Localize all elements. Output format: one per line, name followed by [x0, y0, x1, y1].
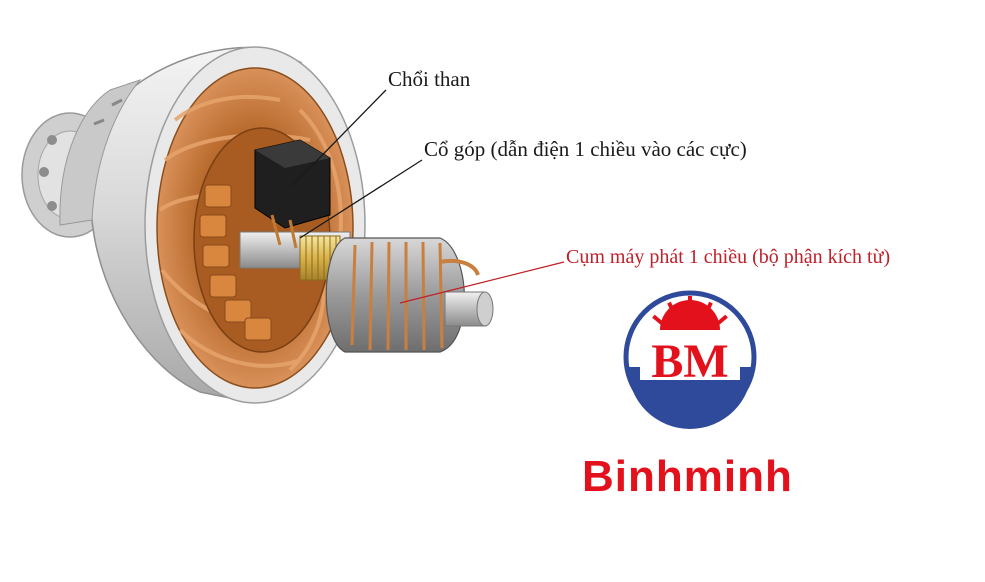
carbon-brush: [254, 139, 331, 249]
label-commutator: Cổ góp (dẫn điện 1 chiều vào các cực): [424, 137, 747, 161]
brand-wordmark: Binhminh: [582, 452, 793, 501]
binhminh-logo: BM: [623, 290, 757, 429]
stator-teeth: [199, 184, 272, 341]
logo-monogram: BM: [651, 335, 728, 388]
label-carbon-brush: Chổi than: [388, 67, 471, 91]
sun-icon: [652, 296, 728, 330]
exciter-armature: [325, 237, 494, 353]
label-exciter: Cụm máy phát 1 chiều (bộ phận kích từ): [566, 246, 891, 268]
callout-line-commutator: [299, 159, 423, 239]
callout-line-exciter: [399, 261, 565, 304]
callout-line-brush: [291, 89, 387, 187]
